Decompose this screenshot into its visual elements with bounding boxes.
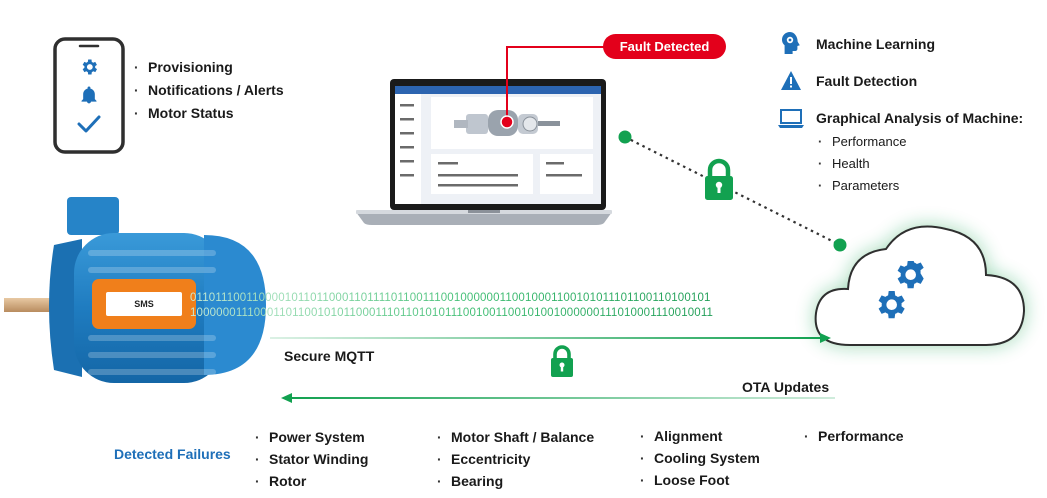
failure-item: Motor Shaft / Balance: [437, 426, 594, 448]
fault-connector: [500, 46, 604, 129]
phone: [53, 37, 125, 154]
feature-fault-detection: Fault Detection: [816, 73, 918, 89]
ota-arrow: [281, 393, 835, 403]
sms-label: SMS: [134, 299, 154, 309]
failure-item: Performance: [804, 425, 904, 447]
failures-column-4: Performance: [804, 425, 904, 447]
phone-feature-item: Motor Status: [134, 102, 284, 125]
data-stream-line-2: 1000000111000110110010101100011101101010…: [190, 307, 818, 319]
ota-updates-label: OTA Updates: [742, 379, 830, 395]
failure-item: Cooling System: [640, 447, 760, 469]
failure-item: Rotor: [255, 470, 368, 492]
analysis-sub-item: Performance: [818, 131, 906, 153]
laptop: [356, 78, 612, 226]
failure-item: Stator Winding: [255, 448, 368, 470]
failure-item: Power System: [255, 426, 368, 448]
gears-icon: [878, 261, 924, 319]
phone-feature-item: Notifications / Alerts: [134, 79, 284, 102]
bell-icon: [81, 86, 97, 104]
detected-failures-title: Detected Failures: [114, 446, 231, 462]
laptop-icon: [778, 109, 804, 128]
feature-graphical-analysis: Graphical Analysis of Machine:: [816, 110, 1024, 126]
failures-column-2: Motor Shaft / Balance Eccentricity Beari…: [437, 426, 594, 492]
phone-feature-list: Provisioning Notifications / Alerts Moto…: [134, 56, 284, 125]
feature-machine-learning: Machine Learning: [816, 36, 936, 52]
laptop-cloud-link: [618, 130, 847, 252]
analysis-sub-list: Performance Health Parameters: [818, 131, 906, 197]
failures-column-3: Alignment Cooling System Loose Foot: [640, 425, 760, 491]
failure-item: Alignment: [640, 425, 760, 447]
analysis-sub-item: Parameters: [818, 175, 906, 197]
warning-icon: [781, 71, 801, 90]
check-icon: [77, 115, 101, 133]
secure-mqtt-label: Secure MQTT: [284, 348, 375, 364]
data-stream-line-1: 0110111001100001011011000110111101100111…: [190, 292, 818, 304]
phone-feature-item: Provisioning: [134, 56, 284, 79]
motor: SMS: [4, 195, 270, 390]
gear-icon: [82, 59, 97, 75]
failures-column-1: Power System Stator Winding Rotor: [255, 426, 368, 492]
mqtt-arrow: [270, 333, 831, 343]
failure-item: Bearing: [437, 470, 594, 492]
cloud: [790, 205, 1045, 365]
failure-item: Eccentricity: [437, 448, 594, 470]
lock-icon: [551, 345, 573, 377]
failure-item: Loose Foot: [640, 469, 760, 491]
fault-detected-badge: Fault Detected: [603, 34, 726, 59]
brain-gear-icon: [782, 32, 800, 54]
analysis-sub-item: Health: [818, 153, 906, 175]
lock-icon: [705, 158, 733, 200]
